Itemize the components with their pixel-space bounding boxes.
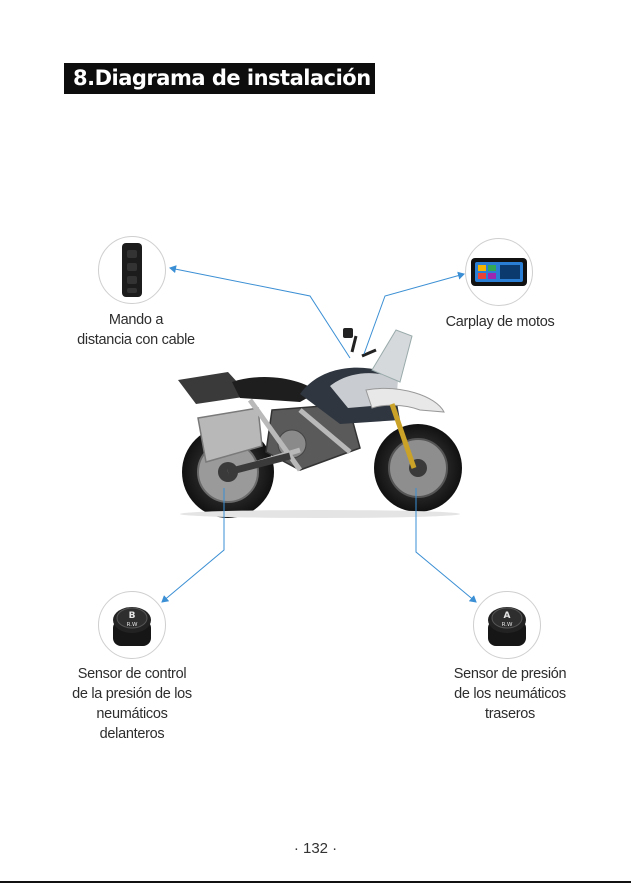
tire-pressure-sensor-icon: B R.W <box>103 596 161 654</box>
remote-label-line1: Mando a <box>58 310 214 330</box>
front-sensor-cap-text: R.W <box>127 622 138 628</box>
rear-sensor-cap-text: R.W <box>502 622 513 628</box>
remote-control-icon <box>120 242 144 298</box>
carplay-circle <box>465 238 533 306</box>
page-number: · 132 · <box>0 840 631 857</box>
tire-pressure-sensor-icon: A R.W <box>478 596 536 654</box>
front-sensor-label-line4: delanteros <box>52 724 212 744</box>
front-sensor-label-line2: de la presión de los <box>52 684 212 704</box>
remote-label: Mando a distancia con cable <box>58 310 214 350</box>
rear-sensor-circle: A R.W <box>473 591 541 659</box>
remote-label-line2: distancia con cable <box>58 330 214 350</box>
motorcycle-image <box>178 328 462 518</box>
carplay-label: Carplay de motos <box>426 312 574 332</box>
rear-sensor-label-line1: Sensor de presión <box>430 664 590 684</box>
rear-sensor-cap-letter: A <box>504 611 511 621</box>
rear-sensor-label: Sensor de presión de los neumáticos tras… <box>430 664 590 724</box>
carplay-screen-icon <box>470 256 528 288</box>
front-sensor-label-line1: Sensor de control <box>52 664 212 684</box>
rear-sensor-label-line3: traseros <box>430 704 590 724</box>
front-sensor-circle: B R.W <box>98 591 166 659</box>
rear-sensor-label-line2: de los neumáticos <box>430 684 590 704</box>
front-sensor-label-line3: neumáticos <box>52 704 212 724</box>
front-sensor-cap-letter: B <box>129 611 136 621</box>
remote-control-circle <box>98 236 166 304</box>
carplay-label-text: Carplay de motos <box>426 312 574 332</box>
front-sensor-label: Sensor de control de la presión de los n… <box>52 664 212 744</box>
